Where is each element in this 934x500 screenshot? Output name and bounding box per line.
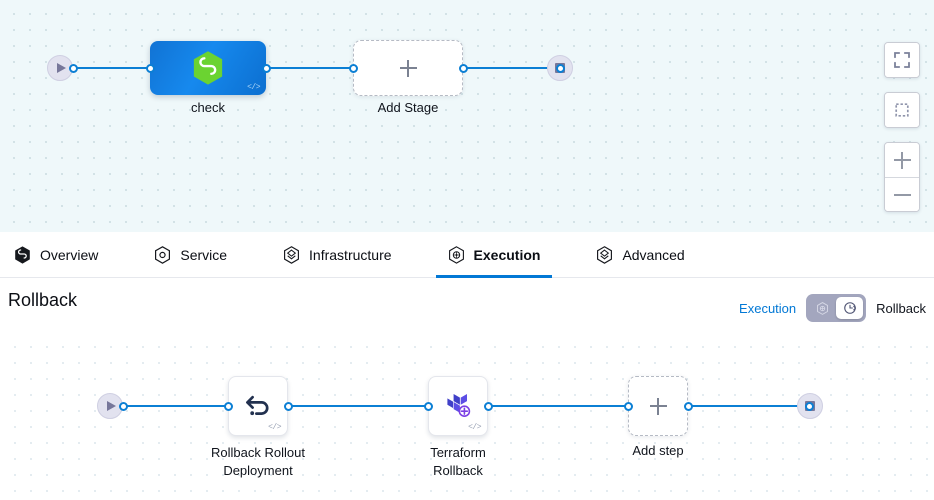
mode-label-rollback[interactable]: Rollback	[876, 300, 926, 316]
tab-label: Service	[180, 246, 228, 263]
service-hexagon-icon	[154, 245, 171, 264]
step-graph-canvas[interactable]: </> Rollback Rollout Deployment </> Terr…	[0, 334, 934, 500]
edge-addstep-to-end	[687, 405, 809, 407]
step-start-node[interactable]	[97, 393, 123, 419]
port-check-out[interactable]	[261, 63, 271, 73]
plus-icon	[893, 151, 911, 169]
fit-to-screen-button[interactable]	[885, 43, 919, 77]
execution-icon	[817, 301, 829, 315]
edge-addstage-to-end	[460, 67, 560, 69]
mode-label-execution[interactable]: Execution	[739, 300, 797, 316]
execution-rollback-switch: Execution Rollback	[739, 294, 926, 322]
tab-label: Infrastructure	[309, 246, 392, 263]
step-node-terraform-rollback[interactable]: </>	[428, 376, 488, 436]
step-node-label-terraform-rollback: Terraform Rollback	[430, 445, 486, 478]
port-terraform-out[interactable]	[484, 401, 493, 411]
selection-box-group	[884, 92, 920, 128]
dashed-square-icon	[895, 103, 909, 117]
stage-start-node[interactable]	[47, 55, 73, 81]
selection-box-button[interactable]	[885, 93, 919, 127]
add-step-label: Add step	[632, 443, 684, 458]
port-addstage-in[interactable]	[349, 63, 358, 73]
tab-label: Overview	[40, 246, 99, 263]
rollback-section-header: Rollback Execution	[0, 278, 934, 334]
advanced-layers-icon	[596, 245, 613, 264]
step-code-badge: </>	[268, 423, 281, 432]
mode-toggle-execution[interactable]	[809, 297, 836, 319]
undo-arrow-icon	[246, 395, 269, 416]
terraform-icon	[447, 394, 471, 418]
port-addstage-out[interactable]	[459, 63, 468, 73]
plus-icon	[649, 397, 667, 415]
mode-toggle[interactable]	[806, 294, 867, 322]
edge-check-to-addstage	[258, 67, 358, 69]
edge-start-to-check	[73, 67, 160, 69]
port-step-start-out[interactable]	[119, 401, 128, 411]
zoom-out-button[interactable]	[885, 177, 919, 211]
tab-label: Advanced	[622, 246, 685, 263]
port-rollout-out[interactable]	[284, 401, 293, 411]
plus-icon	[399, 59, 417, 77]
add-stage-label: Add Stage	[377, 100, 439, 115]
add-stage-button[interactable]	[353, 40, 463, 96]
port-rollout-in[interactable]	[224, 401, 233, 411]
tab-label: Execution	[473, 246, 541, 263]
edge-start-to-rollout	[122, 405, 232, 407]
step-node-rollback-rollout-deployment[interactable]: </>	[228, 376, 288, 436]
fit-to-screen-group	[884, 42, 920, 78]
tab-execution[interactable]: Execution	[435, 232, 563, 278]
harness-hexagon-icon	[14, 245, 31, 264]
stage-node-check[interactable]: </>	[150, 41, 266, 95]
stage-graph-canvas[interactable]: </> check Add Stage	[0, 0, 934, 232]
stage-code-badge: </>	[247, 83, 260, 92]
stage-tab-bar: Overview Service Infrastructure	[0, 232, 934, 278]
add-step-button[interactable]	[628, 376, 688, 436]
zoom-in-button[interactable]	[885, 143, 919, 177]
rollback-clock-icon	[843, 302, 856, 314]
port-addstep-out[interactable]	[684, 401, 693, 411]
minus-icon	[893, 186, 911, 203]
mode-toggle-rollback[interactable]	[836, 297, 864, 319]
tab-overview[interactable]: Overview	[14, 232, 120, 277]
execution-icon	[448, 245, 465, 264]
port-step-end-in[interactable]	[805, 401, 814, 411]
port-start-out[interactable]	[69, 63, 78, 73]
page-title: Rollback	[8, 290, 78, 310]
play-icon	[107, 401, 116, 411]
tab-advanced[interactable]: Advanced	[596, 232, 706, 277]
edge-rollout-to-terraform	[287, 405, 432, 407]
tab-infrastructure[interactable]: Infrastructure	[283, 232, 413, 277]
infrastructure-layers-icon	[283, 245, 300, 264]
expand-icon	[894, 52, 910, 68]
play-icon	[57, 63, 66, 73]
port-addstep-in[interactable]	[624, 401, 633, 411]
edge-terraform-to-addstep	[487, 405, 632, 407]
port-end-in[interactable]	[556, 63, 565, 73]
harness-hexagon-icon	[193, 51, 223, 85]
stage-node-label-check: check	[191, 100, 225, 115]
tab-service[interactable]: Service	[154, 232, 249, 277]
port-terraform-in[interactable]	[424, 401, 433, 411]
step-code-badge: </>	[468, 423, 481, 432]
port-check-in[interactable]	[146, 63, 155, 73]
zoom-controls-group	[884, 142, 920, 212]
step-node-label-rollback-rollout-deployment: Rollback Rollout Deployment	[211, 445, 305, 478]
